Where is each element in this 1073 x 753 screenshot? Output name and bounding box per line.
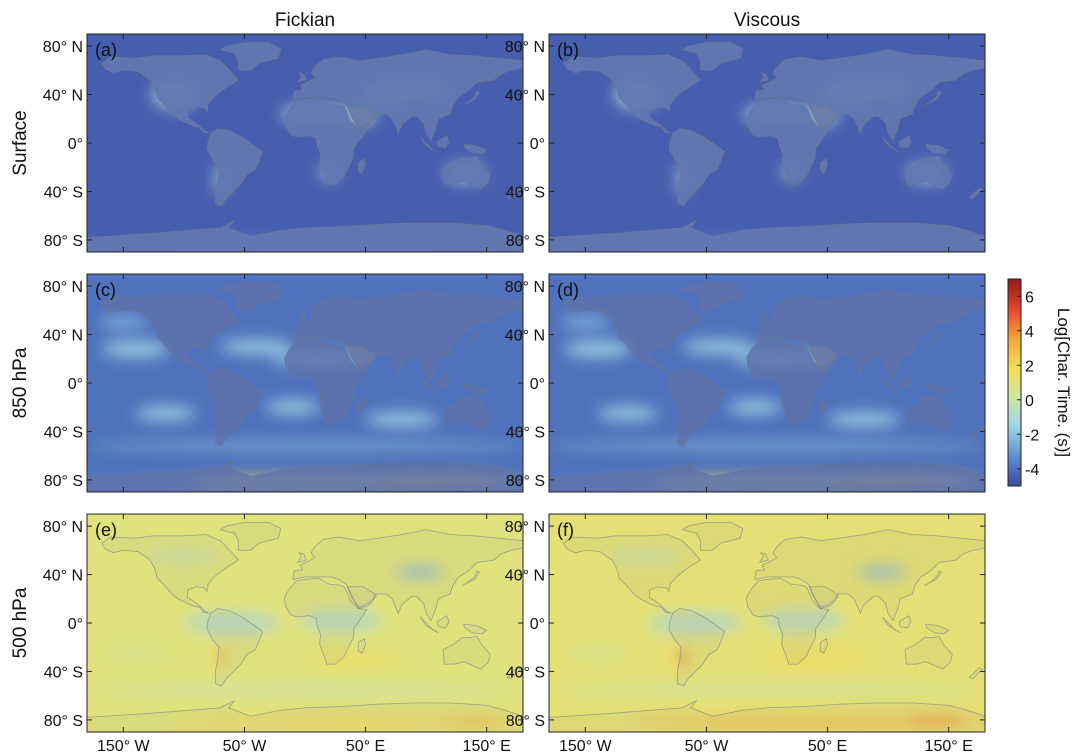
y-tick-label: 80° N [43,39,83,56]
x-tick-label: 150° E [925,738,973,753]
y-tick-label: 80° N [505,279,545,296]
y-tick-label: 80° N [505,519,545,536]
map-panel-d: 80° N 40° N 0° 40° S 80° S (d) [505,273,986,493]
x-tick-label: 50° W [685,738,730,753]
x-tick-label: 150° W [97,738,151,753]
y-tick-label: 40° S [44,184,83,201]
y-tick-label: 40° N [43,568,83,585]
map-panel-a: 80° N 40° N 0° 40° S 80° S (a) [43,33,524,253]
y-tick-label: 40° N [43,328,83,345]
panel-label-c: (c) [95,280,116,300]
colorbar-tick-label: 4 [1025,324,1034,341]
panel-label-b: (b) [557,40,579,60]
map-panel-b: 80° N 40° N 0° 40° S 80° S (b) [505,33,986,253]
colorbar-tick-label: 2 [1025,358,1034,375]
y-tick-label: 0° [68,616,83,633]
y-tick-label: 80° N [43,279,83,296]
y-tick-label: 80° S [44,473,83,490]
y-tick-label: 40° N [505,568,545,585]
y-tick-label: 40° S [44,664,83,681]
panel-label-a: (a) [95,40,117,60]
y-tick-label: 40° N [43,88,83,105]
colorbar-tick-label: 6 [1025,289,1034,306]
panel-label-e: (e) [95,520,117,540]
x-tick-label: 50° E [346,738,385,753]
y-tick-label: 0° [530,376,545,393]
x-tick-label: 150° W [559,738,613,753]
y-tick-label: 40° N [505,328,545,345]
y-tick-label: 80° S [506,233,545,250]
panel-label-d: (d) [557,280,579,300]
y-tick-label: 80° N [505,39,545,56]
y-tick-label: 80° S [506,473,545,490]
colorbar-tick-label: -2 [1025,427,1039,444]
y-tick-label: 80° S [506,713,545,730]
row-title: Surface [10,110,31,175]
y-tick-label: 80° S [44,713,83,730]
column-title: Fickian [275,10,335,31]
colorbar-label: Log[Char. Time. (s)] [1054,308,1073,457]
panel-label-f: (f) [557,520,574,540]
y-tick-label: 40° N [505,88,545,105]
colorbar-gradient [1007,278,1022,487]
y-tick-label: 0° [530,136,545,153]
x-tick-label: 50° W [223,738,268,753]
row-title: 500 hPa [10,587,31,658]
column-title: Viscous [734,10,800,31]
y-tick-label: 0° [68,376,83,393]
y-tick-label: 0° [68,136,83,153]
y-tick-label: 0° [530,616,545,633]
y-tick-label: 80° N [43,519,83,536]
y-tick-label: 40° S [506,664,545,681]
map-panel-c: 80° N 40° N 0° 40° S 80° S (c) [43,273,524,493]
map-panel-f: 80° N 40° N 0° 40° S 80° S 150° W 50° W 50° E 15… [505,513,986,753]
map-panel-e: 80° N 40° N 0° 40° S 80° S 150° W 50° W 50° E 15… [43,513,524,753]
x-tick-label: 150° E [463,738,511,753]
colorbar-tick-label: -4 [1025,462,1039,479]
y-tick-label: 40° S [44,424,83,441]
x-tick-label: 50° E [808,738,847,753]
y-tick-label: 40° S [506,184,545,201]
colorbar-tick-label: 0 [1025,393,1034,410]
row-title: 850 hPa [10,347,31,418]
y-tick-label: 80° S [44,233,83,250]
y-tick-label: 40° S [506,424,545,441]
